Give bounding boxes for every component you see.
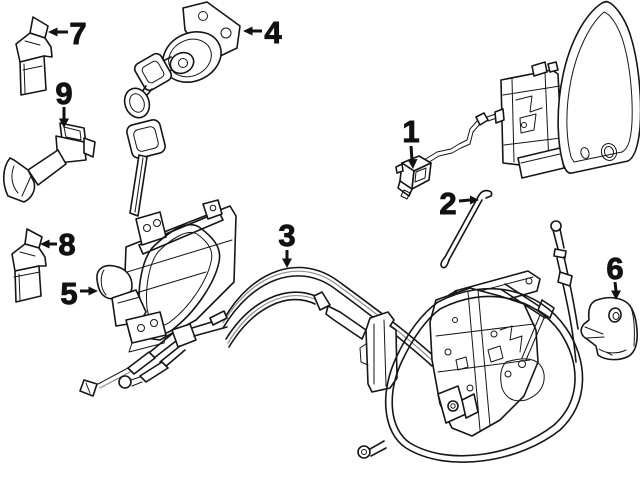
- callout-7: 7: [48, 16, 87, 51]
- callout-4: 4: [243, 15, 283, 50]
- handle-knob: [96, 264, 133, 300]
- callout-3: 3: [278, 218, 296, 268]
- key-grommet: [133, 52, 173, 92]
- callout-9: 9: [55, 76, 73, 128]
- callout-6-arrow-icon: [611, 290, 621, 300]
- callout-8-arrow-icon: [40, 239, 50, 249]
- cable-ferrule: [209, 310, 228, 326]
- plate-hole: [198, 11, 208, 21]
- part-striker-plate: [580, 296, 638, 361]
- door-latch-assembly: [359, 270, 555, 437]
- part-door-bracket-lower: [11, 228, 47, 303]
- cable-lower: [159, 345, 186, 368]
- cable-collar: [557, 271, 573, 287]
- callout-5-arrow-icon: [88, 286, 98, 296]
- part-inside-handle-assembly: [79, 199, 237, 397]
- keyhole: [178, 58, 188, 68]
- callout-6: 6: [606, 251, 624, 300]
- callout-9-arrow-icon: [59, 118, 69, 128]
- callout-2-arrow-icon: [470, 195, 479, 205]
- latch-cable-loop: [357, 220, 584, 463]
- tab-hole: [143, 224, 151, 232]
- callout-1: 1: [402, 114, 420, 169]
- cable-anchor-ring: [357, 445, 371, 459]
- lock-knob: [550, 220, 562, 232]
- door-check-end: [2, 157, 36, 203]
- callout-8: 8: [40, 227, 76, 262]
- wire-clip: [475, 112, 489, 126]
- callout-6-stem: [613, 281, 618, 292]
- callout-2-number: 2: [439, 186, 456, 221]
- callout-4-arrow-icon: [243, 26, 253, 36]
- callout-2-stem: [458, 198, 471, 203]
- callout-1-arrow-icon: [407, 159, 418, 169]
- callout-1-number: 1: [402, 114, 419, 149]
- callout-3-arrow-icon: [282, 258, 292, 268]
- tab-hole: [153, 219, 161, 227]
- callout-6-number: 6: [606, 251, 623, 286]
- cable-upper: [149, 333, 177, 359]
- exterior-handle-cover: [557, 0, 640, 174]
- cable-ferrule: [127, 351, 156, 375]
- cover-hole-small: [580, 147, 590, 159]
- callout-5-number: 5: [60, 276, 77, 311]
- part-door-check-strap: [2, 122, 96, 203]
- callout-2: 2: [439, 186, 479, 221]
- plate-hole: [220, 27, 232, 39]
- part-harness-connector: [395, 110, 506, 200]
- cable-ball-end: [118, 375, 132, 389]
- callout-7-arrow-icon: [48, 27, 58, 37]
- cable-end-rod: [325, 305, 367, 340]
- cover-hole-large: [600, 143, 618, 161]
- harness-wire: [423, 120, 478, 161]
- callout-8-number: 8: [58, 227, 75, 262]
- callout-5: 5: [60, 276, 98, 311]
- part-release-cables: [209, 266, 439, 367]
- part-lock-rod: [440, 189, 493, 269]
- part-door-bracket-upper: [15, 16, 53, 96]
- callout-9-number: 9: [55, 76, 72, 111]
- cable-ferrule: [313, 291, 331, 311]
- exterior-handle-bracket: [494, 61, 565, 179]
- callout-1-stem: [409, 145, 414, 161]
- part-lock-cylinder-and-keys: [123, 1, 241, 217]
- callout-3-number: 3: [278, 218, 295, 253]
- callout-7-number: 7: [69, 16, 86, 51]
- cable-ferrule: [139, 361, 169, 383]
- callout-4-number: 4: [264, 15, 282, 50]
- key-head: [126, 119, 166, 159]
- key-head-ring: [123, 87, 151, 119]
